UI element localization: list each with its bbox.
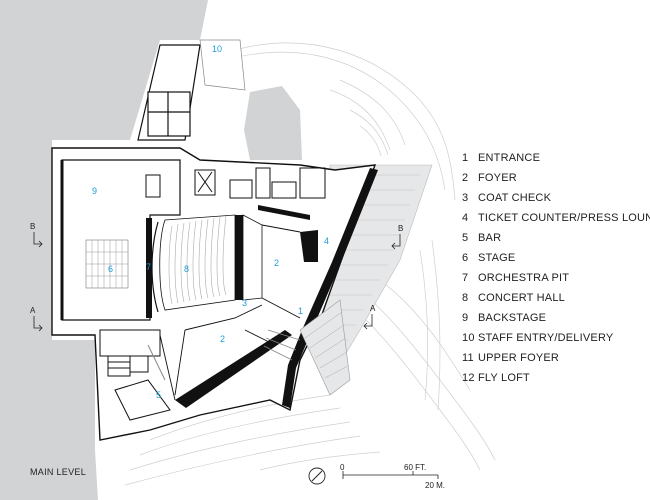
legend: 1 ENTRANCE 2 FOYER 3 COAT CHECK 4 TICKET COUNTE… — [462, 150, 650, 390]
legend-number: 9 — [462, 312, 469, 324]
section-letter-b-west: B — [30, 222, 35, 231]
room-number-8: 8 — [184, 264, 189, 274]
legend-item: 7 ORCHESTRA PIT — [462, 270, 650, 290]
room-number-3: 3 — [242, 298, 247, 308]
legend-number: 1 — [462, 152, 469, 164]
section-letter-a-west: A — [30, 306, 36, 315]
legend-item: 5 BAR — [462, 230, 650, 250]
legend-number: 6 — [462, 252, 469, 264]
legend-item: 11 UPPER FOYER — [462, 350, 650, 370]
level-label: MAIN LEVEL — [30, 467, 87, 477]
legend-number: 11 — [462, 352, 474, 364]
foyer-lines — [159, 224, 301, 401]
legend-item: 8 CONCERT HALL — [462, 290, 650, 310]
scale-bar — [342, 471, 439, 479]
section-marker-b-east — [391, 234, 401, 250]
stage-area — [85, 239, 129, 289]
heavy-walls — [175, 168, 378, 408]
terrain-west — [0, 0, 208, 500]
section-marker-b-west — [33, 232, 43, 248]
legend-number: 10 — [462, 332, 475, 344]
legend-label: FLY LOFT — [478, 372, 530, 384]
legend-label: STAGE — [478, 252, 516, 264]
backstage-rooms — [145, 167, 326, 199]
legend-label: TICKET COUNTER/PRESS LOUNGE — [478, 212, 650, 224]
proscenium-wall — [146, 218, 152, 318]
room-number-1: 1 — [298, 306, 303, 316]
legend-label: FOYER — [478, 172, 517, 184]
scale-meters: 20 M. — [425, 481, 445, 490]
north-arrow-icon — [308, 467, 326, 485]
room-number-2-lower: 2 — [220, 334, 225, 344]
legend-number: 7 — [462, 272, 469, 284]
legend-number: 5 — [462, 232, 469, 244]
room-number-9: 9 — [92, 186, 97, 196]
room-number-2-upper: 2 — [274, 258, 279, 268]
section-marker-a-west — [33, 316, 43, 332]
legend-label: COAT CHECK — [478, 192, 552, 204]
pit-edge — [151, 221, 159, 313]
legend-label: UPPER FOYER — [478, 352, 560, 364]
scale-zero: 0 — [340, 463, 345, 472]
section-letter-b-east: B — [398, 224, 403, 233]
legend-item: 9 BACKSTAGE — [462, 310, 650, 330]
room-number-10: 10 — [212, 44, 222, 54]
legend-number: 2 — [462, 172, 469, 184]
staff-entry-block — [137, 39, 246, 141]
legend-item: 2 FOYER — [462, 170, 650, 190]
legend-item: 6 STAGE — [462, 250, 650, 270]
room-numbers: 10 9 6 7 8 2 4 3 1 2 5 — [92, 44, 329, 400]
terrain-pond — [244, 86, 302, 160]
room-number-7: 7 — [146, 262, 151, 272]
legend-item: 4 TICKET COUNTER/PRESS LOUNGE — [462, 210, 650, 230]
contour-lines — [124, 42, 496, 486]
legend-label: CONCERT HALL — [478, 292, 565, 304]
legend-label: BACKSTAGE — [478, 312, 547, 324]
scale-feet: 60 FT. — [404, 463, 426, 472]
room-number-6: 6 — [108, 264, 113, 274]
legend-item: 3 COAT CHECK — [462, 190, 650, 210]
legend-number: 12 — [462, 372, 475, 384]
legend-label: BAR — [478, 232, 502, 244]
section-marker-a-east — [363, 314, 373, 330]
section-letter-a-east: A — [370, 304, 376, 313]
legend-label: ENTRANCE — [478, 152, 541, 164]
lower-rooms — [99, 329, 171, 421]
legend-number: 8 — [462, 292, 469, 304]
concert-hall-seating — [159, 214, 263, 311]
room-number-4: 4 — [324, 236, 329, 246]
legend-label: STAFF ENTRY/DELIVERY — [478, 332, 614, 344]
legend-number: 4 — [462, 212, 469, 224]
legend-label: ORCHESTRA PIT — [478, 272, 570, 284]
room-number-5: 5 — [156, 390, 161, 400]
section-markers — [33, 232, 401, 332]
legend-item: 1 ENTRANCE — [462, 150, 650, 170]
legend-number: 3 — [462, 192, 469, 204]
